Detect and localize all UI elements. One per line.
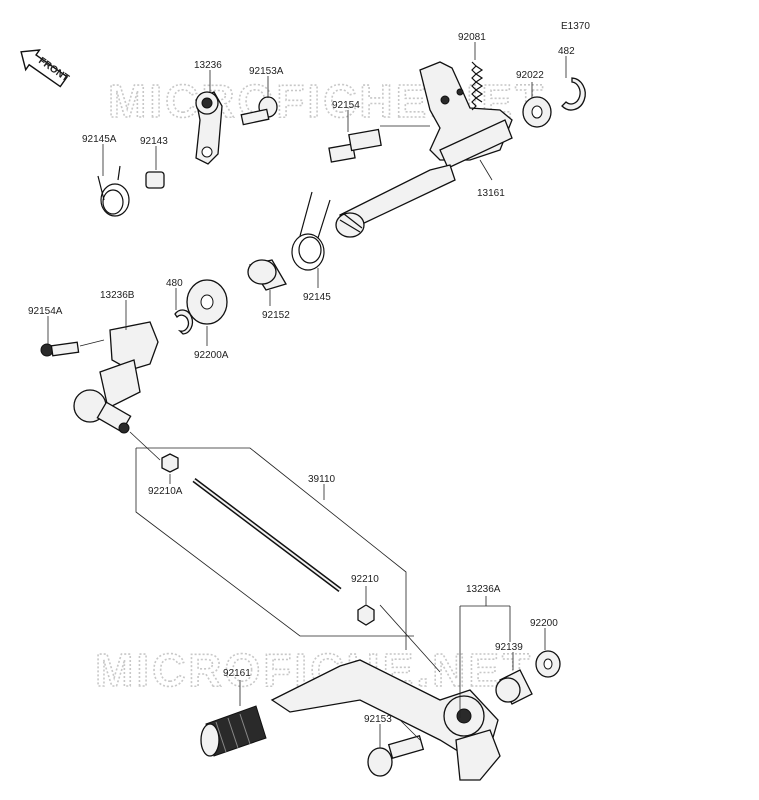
- nut-92210A: [161, 453, 179, 473]
- label-39110: 39110: [308, 474, 336, 485]
- label-13161: 13161: [477, 188, 505, 199]
- label-92154A: 92154A: [28, 306, 63, 317]
- label-92161: 92161: [223, 668, 251, 679]
- label-92154: 92154: [332, 100, 360, 111]
- label-480: 480: [166, 278, 183, 289]
- label-92022: 92022: [516, 70, 544, 81]
- label-92200: 92200: [530, 618, 558, 629]
- label-92152: 92152: [262, 310, 290, 321]
- label-92145: 92145: [303, 292, 331, 303]
- spring-92145A: [97, 165, 130, 217]
- label-92081: 92081: [458, 32, 486, 43]
- label-13236: 13236: [194, 60, 222, 71]
- bushing-92152: [247, 259, 287, 291]
- shift-pedal: [270, 659, 501, 781]
- front-arrow-icon: [20, 49, 69, 88]
- arm-13236: [195, 91, 223, 165]
- label-92153: 92153: [364, 714, 392, 725]
- label-92200A: 92200A: [194, 350, 229, 361]
- rod-39110: [192, 478, 342, 592]
- label-13236B: 13236B: [100, 290, 135, 301]
- label-92145A: 92145A: [82, 134, 117, 145]
- bushing-92139: [495, 669, 533, 705]
- bolt-92153: [367, 735, 425, 777]
- spring-92145: [291, 191, 331, 271]
- diagram-code: E1370: [561, 21, 590, 32]
- label-92139: 92139: [495, 642, 523, 653]
- bolt-92154A: [40, 341, 80, 357]
- circlip-480: [174, 309, 194, 335]
- bolt-92154: [328, 128, 382, 163]
- spring-92081: [471, 61, 484, 111]
- label-482: 482: [558, 46, 575, 57]
- lever-13236B: [73, 321, 159, 434]
- rubber-92161: [200, 705, 267, 757]
- label-13236A: 13236A: [466, 584, 501, 595]
- nut-92210: [357, 604, 375, 626]
- label-92210A: 92210A: [148, 486, 183, 497]
- label-92143: 92143: [140, 136, 168, 147]
- collar-92143: [145, 171, 165, 189]
- label-92210: 92210: [351, 574, 379, 585]
- shift-shaft-13161: [335, 61, 513, 238]
- label-92153A: 92153A: [249, 66, 284, 77]
- circlip-482: [561, 77, 586, 111]
